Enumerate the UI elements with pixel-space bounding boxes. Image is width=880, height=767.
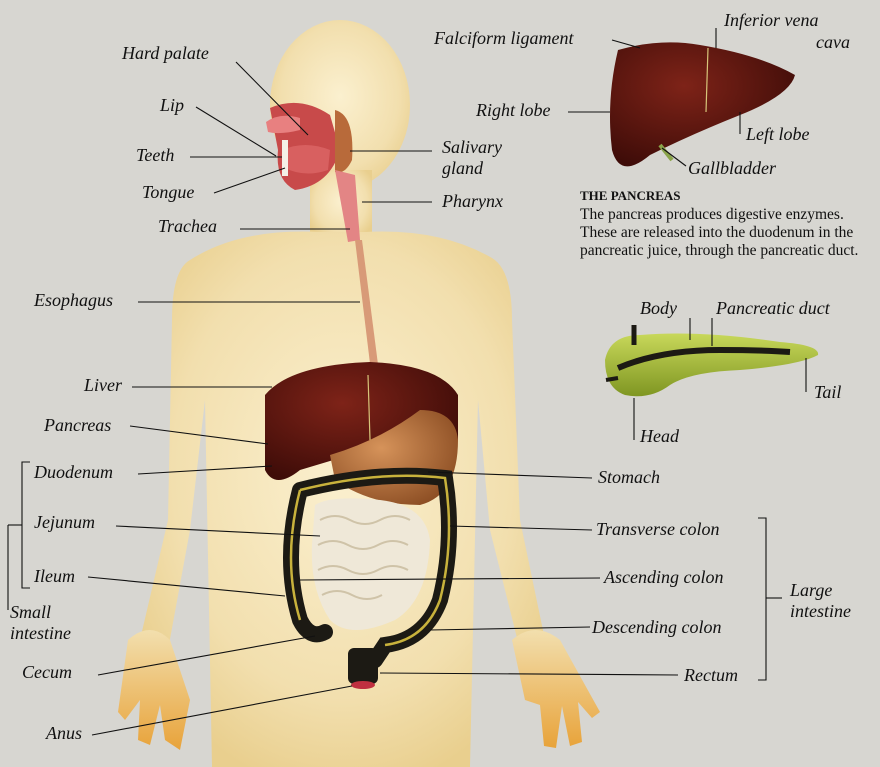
- label-duodenum: Duodenum: [34, 462, 113, 482]
- label-small-intestine-1: Small: [10, 602, 51, 622]
- label-body: Body: [640, 298, 677, 318]
- label-tongue: Tongue: [142, 182, 194, 202]
- pancreas-caption-body: The pancreas produces digestive enzymes.…: [580, 206, 880, 260]
- label-ileum: Ileum: [34, 566, 75, 586]
- label-ascending-colon: Ascending colon: [604, 567, 723, 587]
- label-transverse-colon: Transverse colon: [596, 519, 720, 539]
- label-inferior-vena-cava-2: cava: [816, 32, 850, 52]
- label-jejunum: Jejunum: [34, 512, 95, 532]
- label-falciform-ligament: Falciform ligament: [434, 28, 573, 48]
- label-teeth: Teeth: [136, 145, 174, 165]
- label-inferior-vena-cava-1: Inferior vena: [724, 10, 818, 30]
- label-esophagus: Esophagus: [34, 290, 113, 310]
- label-salivary-gland-2: gland: [442, 158, 483, 178]
- label-anus: Anus: [46, 723, 82, 743]
- label-head: Head: [640, 426, 679, 446]
- label-pharynx: Pharynx: [442, 191, 503, 211]
- label-small-intestine-2: intestine: [10, 623, 71, 643]
- pancreas-caption-title: THE PANCREAS: [580, 188, 681, 204]
- label-hard-palate: Hard palate: [122, 43, 209, 63]
- label-liver: Liver: [84, 375, 122, 395]
- label-left-lobe: Left lobe: [746, 124, 810, 144]
- rectum-organ: [348, 648, 378, 684]
- label-lip: Lip: [160, 95, 184, 115]
- label-right-lobe: Right lobe: [476, 100, 551, 120]
- label-pancreatic-duct: Pancreatic duct: [716, 298, 830, 318]
- label-rectum: Rectum: [684, 665, 738, 685]
- label-salivary-gland-1: Salivary: [442, 137, 502, 157]
- label-descending-colon: Descending colon: [592, 617, 721, 637]
- label-tail: Tail: [814, 382, 841, 402]
- label-large-intestine-2: intestine: [790, 601, 851, 621]
- label-trachea: Trachea: [158, 216, 217, 236]
- label-large-intestine-1: Large: [790, 580, 832, 600]
- label-cecum: Cecum: [22, 662, 72, 682]
- liver-inset: [610, 42, 795, 166]
- label-gallbladder: Gallbladder: [688, 158, 776, 178]
- label-pancreas: Pancreas: [44, 415, 111, 435]
- label-stomach: Stomach: [598, 467, 660, 487]
